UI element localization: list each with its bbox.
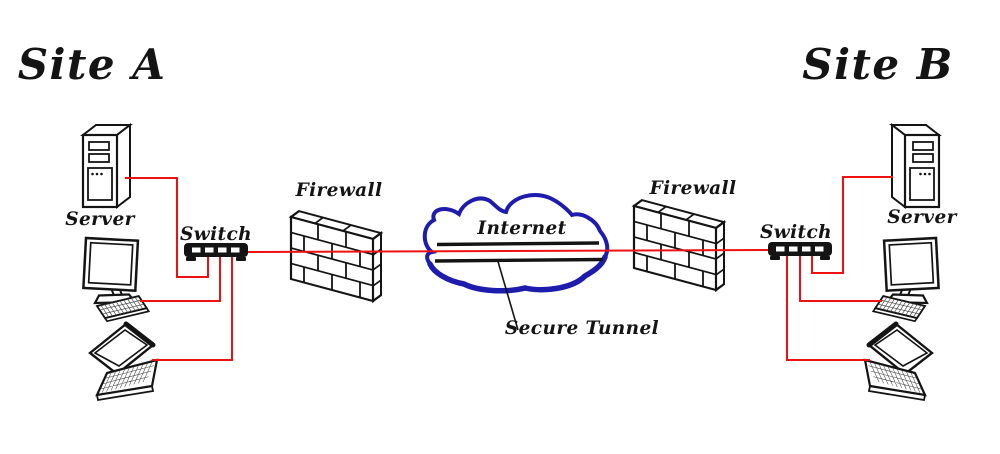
firewall-b-icon xyxy=(632,196,726,294)
site-b-monitor-icon xyxy=(882,236,940,305)
switch-b-label: Switch xyxy=(760,222,832,243)
site-b-laptop-icon xyxy=(865,324,932,400)
internet-cloud-bottom-stroke xyxy=(427,254,608,294)
firewall-a-label: Firewall xyxy=(295,180,383,201)
site-a-switch-icon xyxy=(184,243,248,261)
internet-label: Internet xyxy=(476,218,566,239)
connection-laptop-a-switch-a xyxy=(152,255,233,361)
tunnel-bottom-line xyxy=(434,257,604,263)
tunnel-top-line xyxy=(436,241,600,247)
firewall-b-label: Firewall xyxy=(649,178,737,199)
connection-server-a-switch-a xyxy=(125,177,209,278)
site-a-laptop-icon xyxy=(90,324,157,400)
secure-tunnel-pointer-line xyxy=(497,261,519,331)
site-a-title: Site A xyxy=(18,40,167,89)
server-a-label: Server xyxy=(65,209,135,230)
firewall-a-icon xyxy=(289,207,383,305)
site-a-server-icon xyxy=(81,123,132,209)
site-b-server-icon xyxy=(890,123,941,209)
connection-server-b-switch-b xyxy=(811,176,893,274)
server-b-label: Server xyxy=(887,207,957,228)
secure-tunnel-label: Secure Tunnel xyxy=(505,318,659,339)
site-a-monitor-icon xyxy=(82,236,140,305)
connection-main-site-to-site xyxy=(247,249,769,253)
connection-desktop-a-switch-a xyxy=(140,255,221,302)
switch-a-label: Switch xyxy=(180,224,252,245)
connection-desktop-b-switch-b xyxy=(799,254,882,302)
connection-laptop-b-switch-b xyxy=(786,254,870,361)
site-b-title: Site B xyxy=(802,40,954,89)
